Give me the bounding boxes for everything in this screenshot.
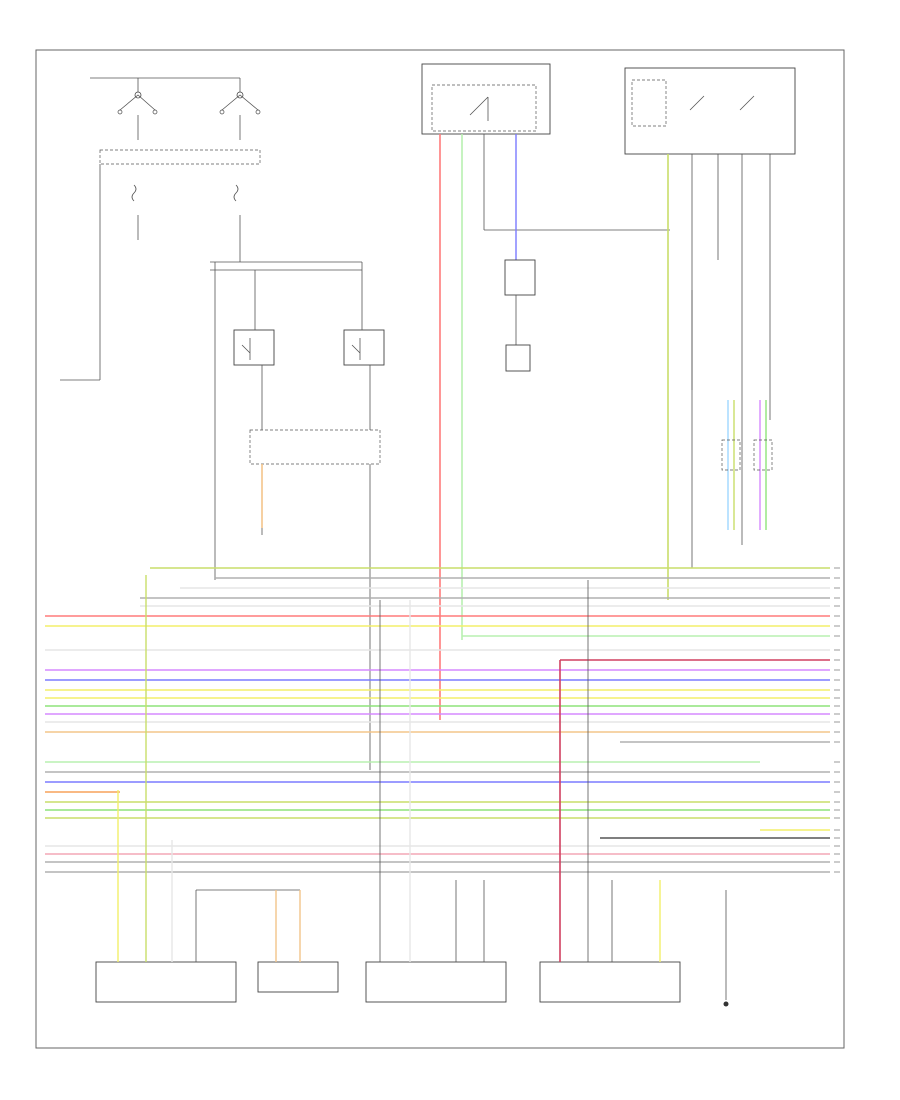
ground-point: [723, 1001, 729, 1007]
sensor-module-right: [539, 961, 681, 1003]
sensor-module-center: [365, 961, 507, 1003]
junction-block-dashed: [249, 429, 381, 465]
diagram-border: [35, 49, 845, 1049]
switch-module-small: [257, 961, 339, 993]
right-module: [624, 67, 796, 600]
wire-harness-bus: [45, 567, 840, 873]
bottom-modules: [95, 575, 729, 1007]
relay-power-bus: [210, 261, 385, 770]
ground-box-center: [505, 344, 531, 372]
ignition-switch-section: [60, 77, 261, 381]
relay-box-right: [343, 329, 385, 366]
sensor-module-left: [95, 961, 237, 1003]
switch-box-center: [504, 259, 536, 296]
connector-cluster-right: [721, 400, 773, 530]
relay-box-left: [233, 329, 275, 366]
center-module: [421, 63, 670, 720]
